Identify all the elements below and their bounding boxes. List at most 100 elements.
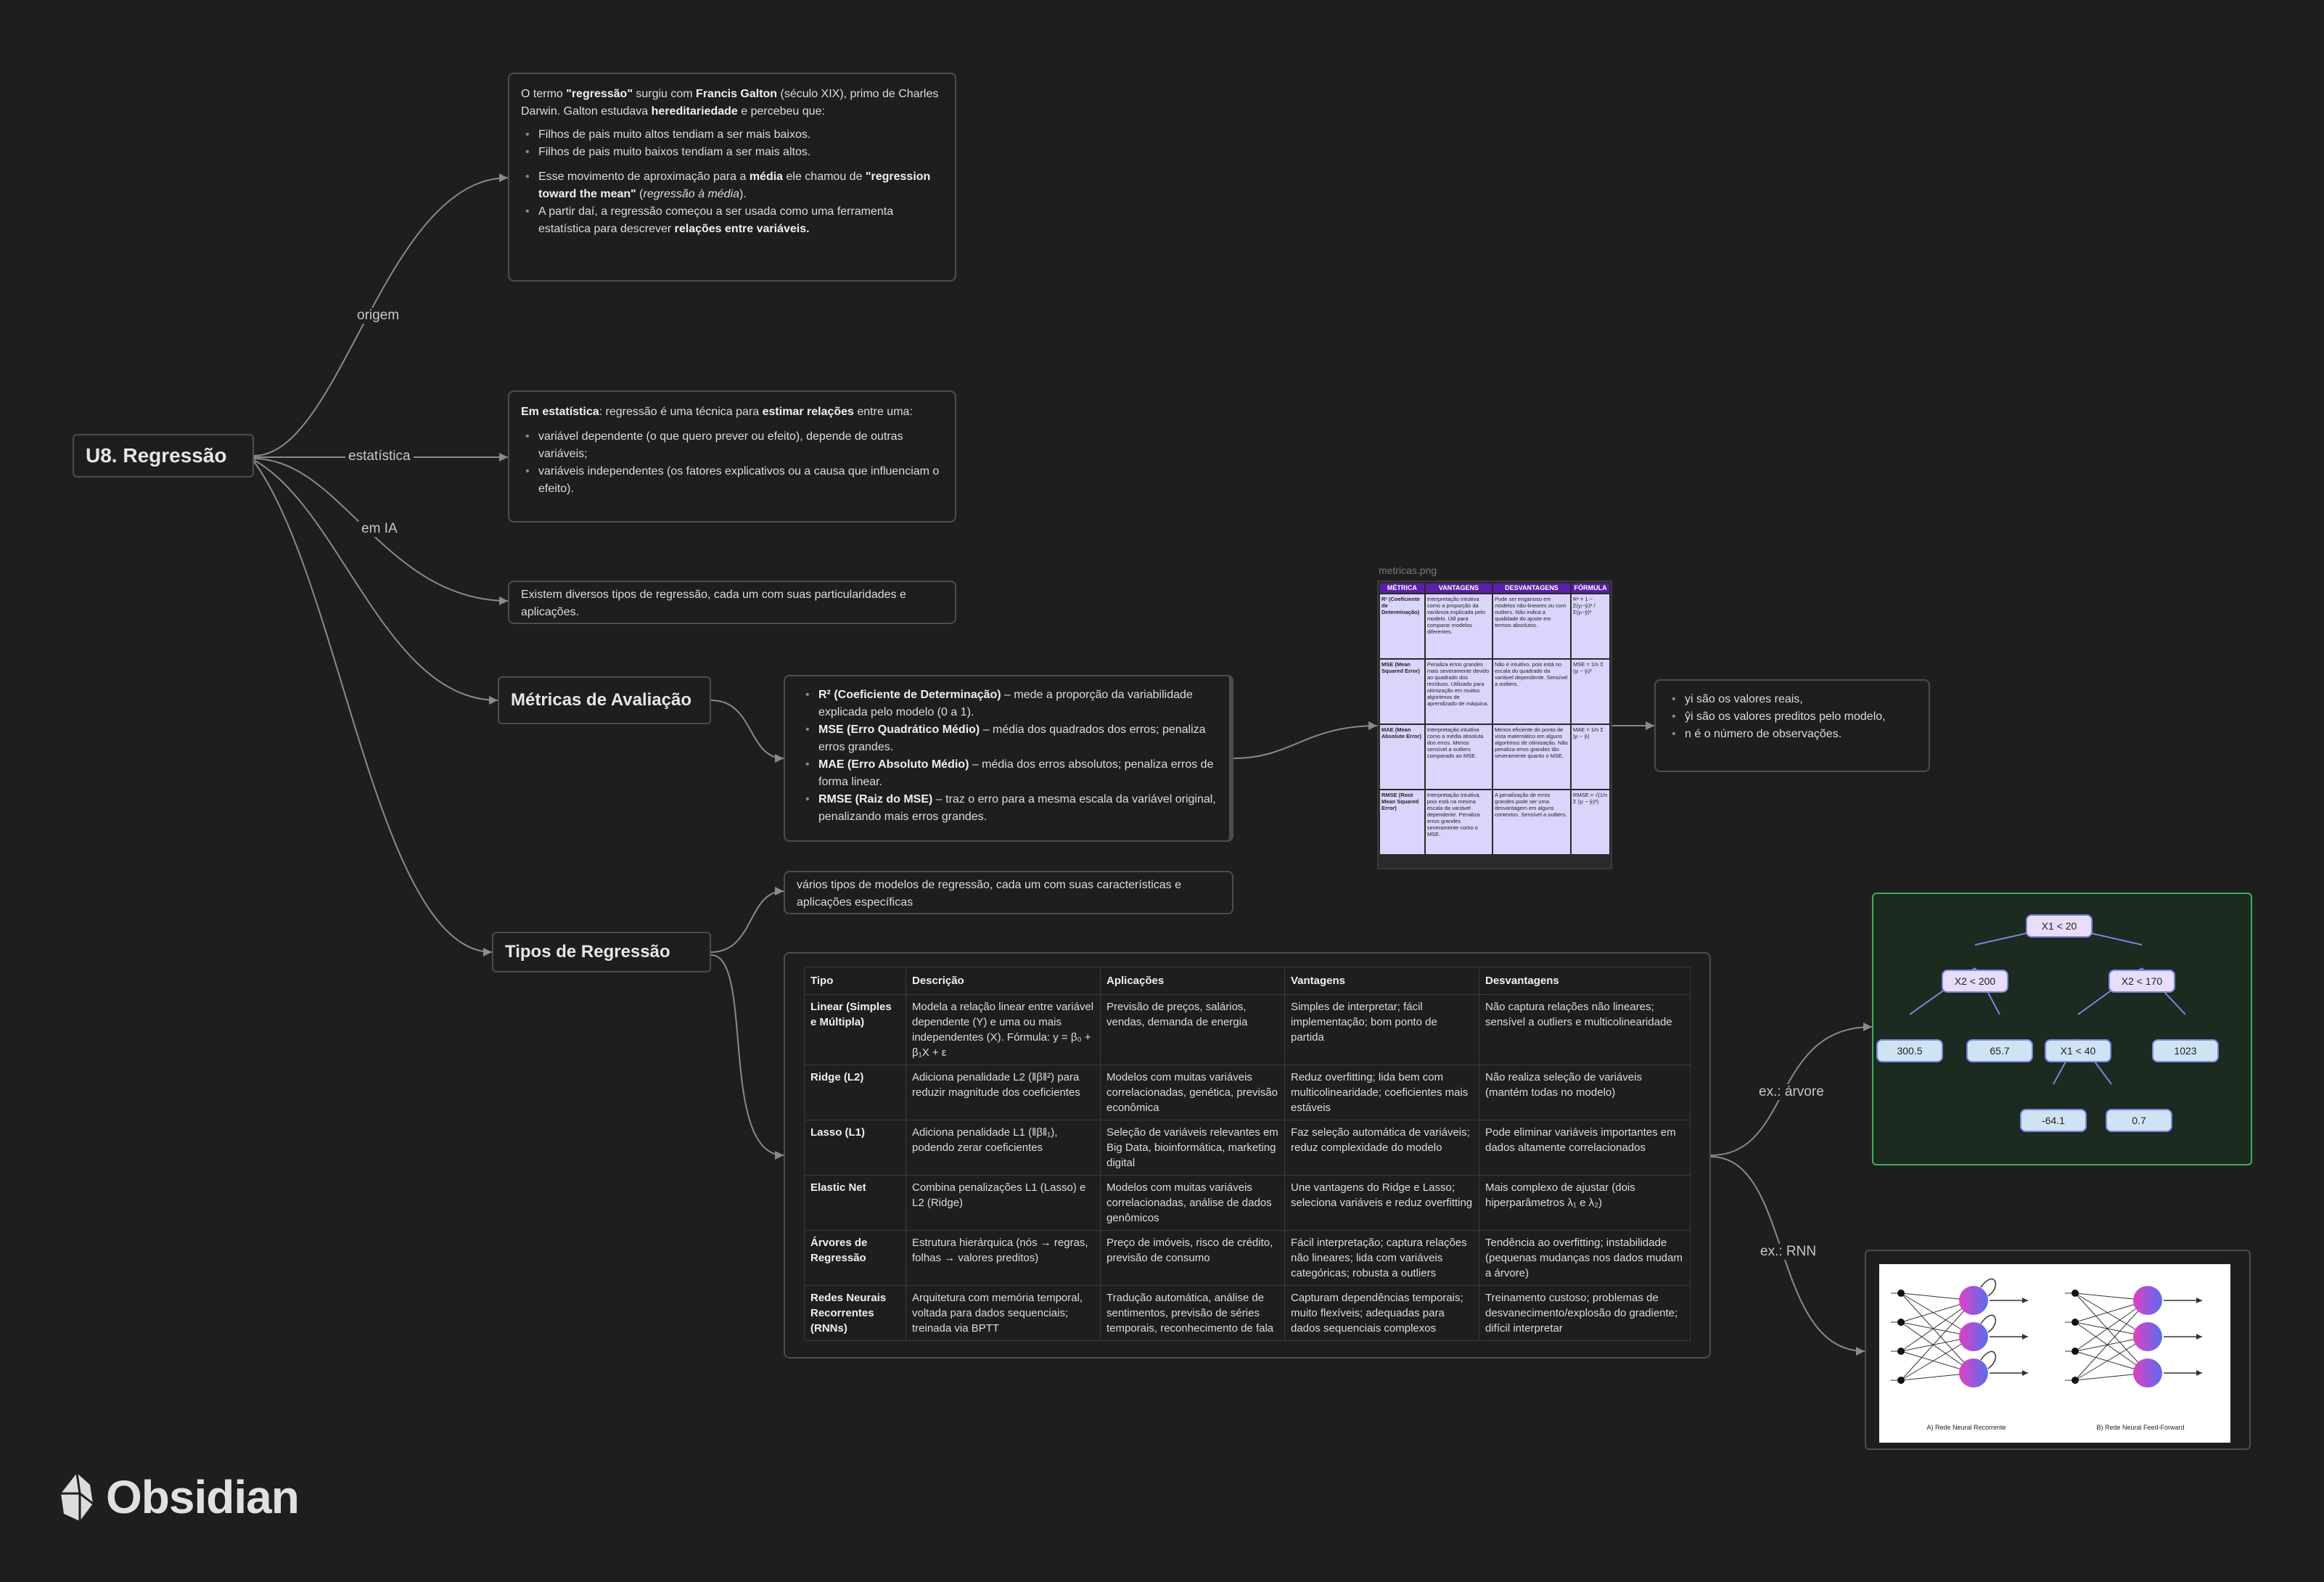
estatistica-list: variável dependente (o que quero prever … (521, 428, 943, 498)
rnn-hidden-node (1959, 1286, 1988, 1315)
edge-label-ex-arvore: ex.: árvore (1756, 1084, 1827, 1100)
edge-label-estatistica: estatística (345, 448, 414, 464)
metric-header-cell: FÓRMULA (1570, 582, 1611, 594)
ffn-hidden-node (2133, 1358, 2162, 1388)
table-cell: Linear (Simples e Múltipla) (804, 994, 906, 1065)
metric-cell: Interpretação intuitiva, pois está na me… (1424, 789, 1493, 856)
tree-node-rl: X1 < 40 (2045, 1039, 2111, 1062)
list-item: variáveis independentes (os fatores expl… (521, 463, 943, 498)
metric-cell: MAE (Mean Absolute Error) (1379, 724, 1426, 790)
edge-label-origem: origem (354, 308, 403, 324)
metric-cell: MAE = 1/n Σ |yᵢ − ŷᵢ| (1570, 724, 1611, 790)
rnn-hidden-node (1959, 1322, 1988, 1351)
table-cell: Lasso (L1) (804, 1120, 906, 1176)
tree-group[interactable]: X1 < 20 X2 < 200 X2 < 170 300.5 65.7 X1 … (1872, 893, 2252, 1165)
rnn-hidden-node (1959, 1358, 1988, 1388)
metricas-node[interactable]: Métricas de Avaliação (498, 676, 711, 724)
ffn-hidden-node (2133, 1322, 2162, 1351)
table-cell: Reduz overfitting; lida bem com multicol… (1284, 1065, 1479, 1120)
metric-cell: Interpretação intuitiva como a média abs… (1424, 724, 1493, 790)
ia-card[interactable]: Existem diversos tipos de regressão, cad… (508, 581, 956, 624)
list-item: A partir daí, a regressão começou a ser … (521, 203, 943, 238)
list-item: R² (Coeficiente de Determinação) – mede … (801, 687, 1218, 721)
tree-leaf-lr: 65.7 (1966, 1039, 2033, 1062)
list-item: ŷi são os valores preditos pelo modelo, (1667, 708, 1917, 726)
metric-row: MAE (Mean Absolute Error)Interpretação i… (1379, 724, 1611, 790)
table-cell: Arquitetura com memória temporal, voltad… (906, 1285, 1101, 1341)
root-node[interactable]: U8. Regressão (73, 434, 254, 478)
ffn-input-node (2072, 1377, 2079, 1384)
metric-cell: R² = 1 − Σ(yᵢ−ŷᵢ)² / Σ(yᵢ−ȳ)² (1570, 593, 1611, 660)
root-title: U8. Regressão (86, 444, 227, 467)
rnn-image: A) Rede Neural Recorrente B) Rede Neural… (1879, 1264, 2230, 1443)
table-cell: Seleção de variáveis relevantes em Big D… (1100, 1120, 1285, 1176)
table-cell: Não realiza seleção de variáveis (mantém… (1479, 1065, 1691, 1120)
list-item: n é o número de observações. (1667, 726, 1917, 743)
rnn-input-node (1897, 1348, 1905, 1355)
list-item: MAE (Erro Absoluto Médio) – média dos er… (801, 756, 1218, 791)
edge-metricas-card (710, 700, 784, 759)
table-row: Linear (Simples e Múltipla)Modela a rela… (804, 994, 1691, 1065)
table-cell: Simples de interpretar; fácil implementa… (1284, 994, 1479, 1065)
table-cell: Preço de imóveis, risco de crédito, prev… (1100, 1230, 1285, 1286)
table-cell: Mais complexo de ajustar (dois hiperparâ… (1479, 1175, 1691, 1231)
table-cell: Elastic Net (804, 1175, 906, 1231)
table-cell: Previsão de preços, salários, vendas, de… (1100, 994, 1285, 1065)
rnn-caption-a: A) Rede Neural Recorrente (1926, 1424, 2006, 1431)
origem-card[interactable]: O termo "regressão" surgiu com Francis G… (508, 73, 956, 282)
metric-cell: Interpretação intuitiva como a proporção… (1424, 593, 1493, 660)
metric-cell: Menos eficiente do ponto de vista matemá… (1491, 724, 1572, 790)
rnn-input-node (1897, 1290, 1905, 1297)
table-row: Lasso (L1)Adiciona penalidade L1 (‖β‖₁),… (804, 1120, 1691, 1176)
metricas-list: R² (Coeficiente de Determinação) – mede … (801, 687, 1218, 826)
metric-cell: Não é intuitivo, pois está no escala do … (1491, 658, 1572, 725)
edge-tipos (253, 461, 493, 953)
list-item: variável dependente (o que quero prever … (521, 428, 943, 463)
table-cell: Adiciona penalidade L1 (‖β‖₁), podendo z… (906, 1120, 1101, 1176)
rnn-diagram (1891, 1278, 2202, 1388)
ffn-input-node (2072, 1290, 2079, 1297)
metricas-title: Métricas de Avaliação (511, 690, 692, 710)
tipos-intro-card[interactable]: vários tipos de modelos de regressão, ca… (784, 871, 1233, 914)
metricas-card[interactable]: R² (Coeficiente de Determinação) – mede … (784, 675, 1233, 842)
table-cell: Pode eliminar variáveis importantes em d… (1479, 1120, 1691, 1176)
table-header-cell: Aplicações (1100, 967, 1285, 995)
table-cell: Capturam dependências temporais; muito f… (1284, 1285, 1479, 1341)
metric-image-filename: metricas.png (1379, 565, 1437, 576)
table-cell: Modela a relação linear entre variável d… (906, 994, 1101, 1065)
tree-leaf-rlr: 0.7 (2106, 1109, 2172, 1132)
legend-card[interactable]: yi são os valores reais, ŷi são os valor… (1654, 679, 1930, 772)
table-row: Ridge (L2)Adiciona penalidade L2 (‖β‖²) … (804, 1065, 1691, 1120)
tree-node-root: X1 < 20 (2026, 914, 2093, 938)
edge-metric-image (1233, 725, 1378, 759)
tipos-title: Tipos de Regressão (505, 942, 670, 962)
tree-node-left: X2 < 200 (1942, 970, 2008, 993)
metric-header-cell: VANTAGENS (1424, 582, 1493, 594)
metric-header-cell: MÉTRICA (1379, 582, 1426, 594)
origem-intro: O termo "regressão" surgiu com Francis G… (521, 88, 939, 118)
rnn-input-node (1897, 1377, 1905, 1384)
table-row: Redes Neurais Recorrentes (RNNs)Arquitet… (804, 1285, 1691, 1341)
ffn-hidden-node (2133, 1286, 2162, 1315)
rnn-image-frame[interactable]: A) Rede Neural Recorrente B) Rede Neural… (1865, 1250, 2251, 1450)
ffn-input-node (2072, 1348, 2079, 1355)
table-cell: Redes Neurais Recorrentes (RNNs) (804, 1285, 906, 1341)
obsidian-logo-icon (61, 1472, 94, 1521)
metric-cell: Penaliza erros grandes mais severamente … (1424, 658, 1493, 725)
origem-list-2: Esse movimento de aproximação para a méd… (521, 168, 943, 238)
estatistica-card[interactable]: Em estatística: regressão é uma técnica … (508, 390, 956, 522)
metric-header-cell: DESVANTAGENS (1491, 582, 1572, 594)
estatistica-intro: Em estatística: regressão é uma técnica … (521, 406, 913, 418)
metric-row: RMSE (Root Mean Squared Error)Interpreta… (1379, 789, 1611, 856)
rnn-caption-b: B) Rede Neural Feed-Forward (2096, 1424, 2185, 1431)
rnn-input-node (1897, 1319, 1905, 1326)
table-header-cell: Vantagens (1284, 967, 1479, 995)
tree-node-right: X2 < 170 (2109, 970, 2175, 993)
table-cell: Tradução automática, análise de sentimen… (1100, 1285, 1285, 1341)
tipos-node[interactable]: Tipos de Regressão (492, 932, 711, 972)
